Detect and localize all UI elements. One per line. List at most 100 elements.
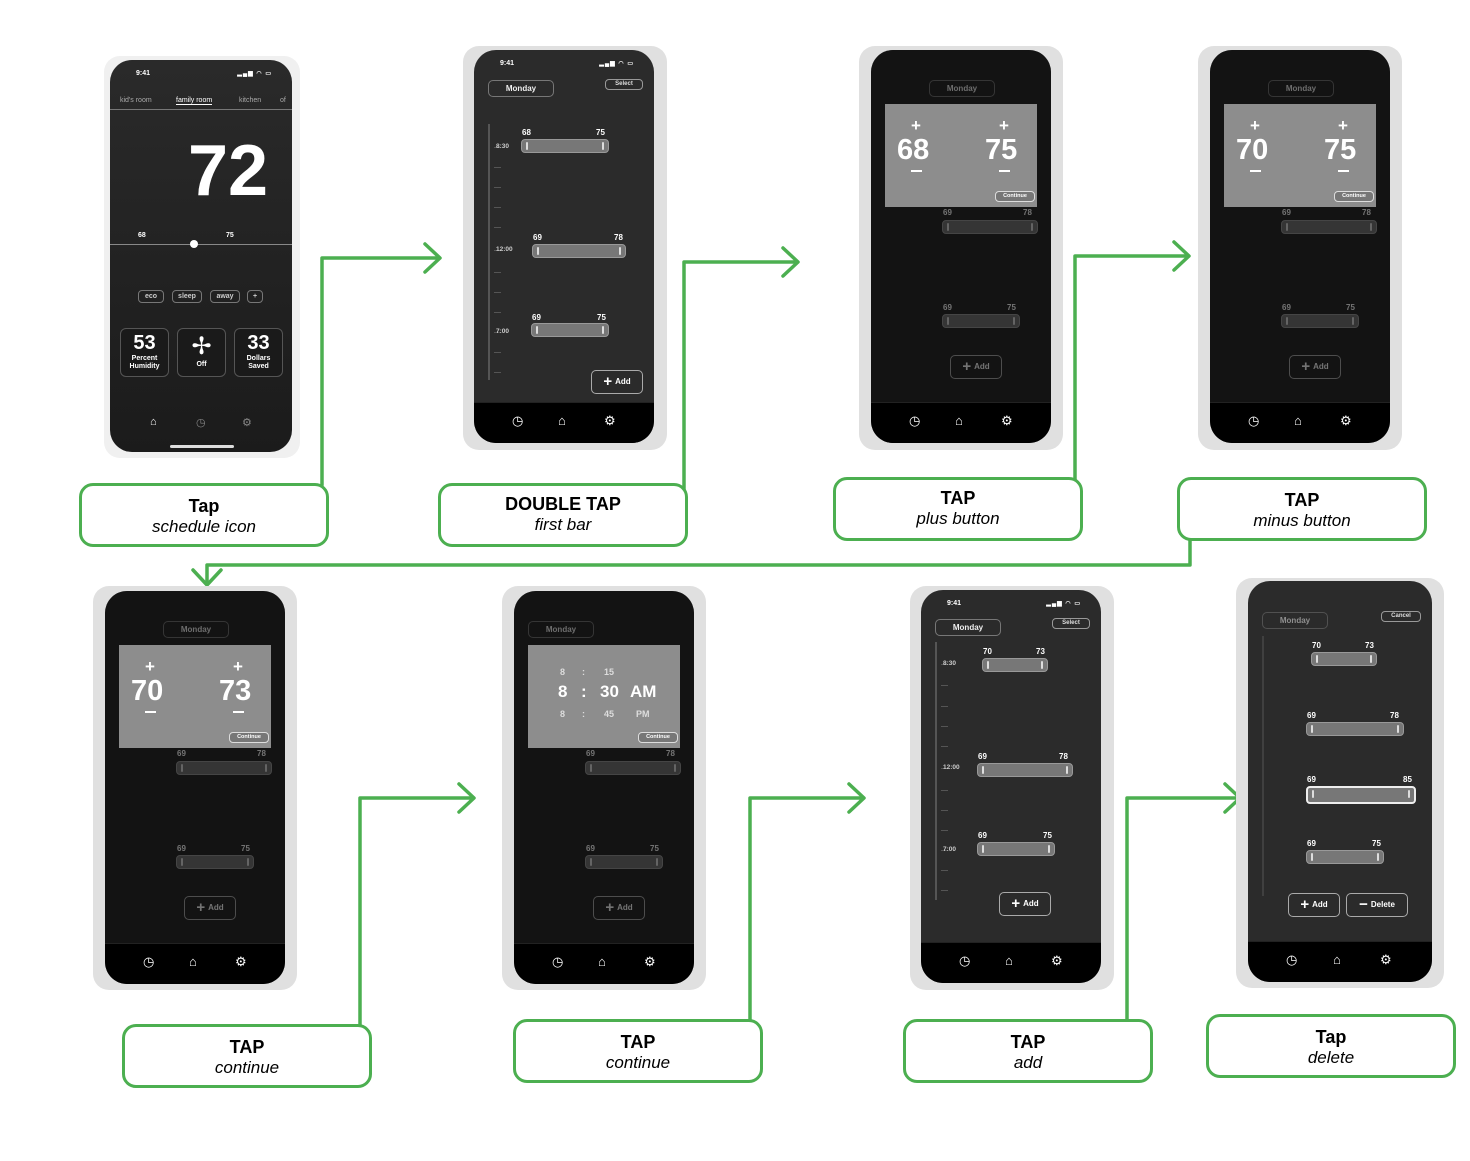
current-temperature: 72 <box>188 131 269 211</box>
clock-icon[interactable]: ◷ <box>512 413 524 428</box>
time-axis <box>488 124 490 380</box>
tab-kitchen[interactable]: kitchen <box>239 97 262 104</box>
dim-overlay <box>871 50 1051 403</box>
flow-arrow-6 <box>748 782 866 1022</box>
add-button[interactable]: +Add <box>1288 893 1340 917</box>
schedule-bar[interactable] <box>521 139 609 153</box>
range-slider[interactable] <box>110 244 292 245</box>
schedule-bar[interactable] <box>531 323 609 337</box>
mode-eco-button[interactable]: eco <box>138 290 164 303</box>
clock-icon[interactable]: ◷ <box>1286 952 1298 967</box>
clock-icon[interactable]: ◷ <box>909 413 921 428</box>
bottom-nav: ◷ ⌂ ⚙ <box>1210 402 1390 443</box>
dim-overlay <box>105 591 285 944</box>
select-button[interactable]: Select <box>605 79 643 90</box>
continue-button[interactable]: Continue <box>995 191 1035 202</box>
gear-icon[interactable]: ⚙ <box>1001 413 1013 428</box>
tab-kids-room[interactable]: kid's room <box>120 97 152 104</box>
low-plus-button[interactable]: + <box>1250 116 1260 135</box>
gear-icon[interactable]: ⚙ <box>1340 413 1352 428</box>
clock-icon[interactable]: ◷ <box>143 954 155 969</box>
home-icon[interactable]: ⌂ <box>558 413 566 428</box>
high-plus-button[interactable]: + <box>1338 116 1348 135</box>
low-minus-button[interactable] <box>911 170 922 172</box>
clock-icon[interactable]: ◷ <box>552 954 564 969</box>
home-icon[interactable]: ⌂ <box>189 954 197 969</box>
time-label: 8:30 <box>943 660 957 667</box>
bottom-nav: ◷ ⌂ ⚙ <box>1248 941 1432 982</box>
clock-icon[interactable]: ◷ <box>196 417 206 429</box>
day-selector[interactable]: Monday <box>1262 612 1328 629</box>
home-indicator <box>170 445 234 448</box>
home-icon[interactable]: ⌂ <box>955 413 963 428</box>
plus-icon: + <box>1300 896 1310 913</box>
high-plus-button[interactable]: + <box>233 657 243 676</box>
flow-arrow-4 <box>191 538 1192 587</box>
high-value: 75 <box>1324 134 1357 166</box>
schedule-bar[interactable] <box>982 658 1048 672</box>
status-bar: 9:41▂▄▆ ◠ ▭ <box>947 600 1081 607</box>
continue-button[interactable]: Continue <box>229 732 269 743</box>
ampm-picker[interactable]: AM <box>630 682 657 701</box>
gear-icon[interactable]: ⚙ <box>242 417 252 429</box>
home-icon[interactable]: ⌂ <box>1005 953 1013 968</box>
low-plus-button[interactable]: + <box>145 657 155 676</box>
continue-button[interactable]: Continue <box>1334 191 1374 202</box>
high-plus-button[interactable]: + <box>999 116 1009 135</box>
gear-icon[interactable]: ⚙ <box>1380 952 1392 967</box>
time-axis <box>935 642 937 900</box>
low-minus-button[interactable] <box>145 711 156 713</box>
step-callout: Tap schedule icon <box>79 483 329 547</box>
time-picker-popup: 8 : 15 8 : 30 AM 8 : 45 PM Continue <box>528 645 680 748</box>
schedule-bar[interactable] <box>1311 652 1377 666</box>
low-minus-button[interactable] <box>1250 170 1261 172</box>
clock-icon[interactable]: ◷ <box>959 953 971 968</box>
schedule-bar[interactable] <box>977 842 1055 856</box>
bottom-nav: ⌂ ◷ ⚙ <box>110 406 292 446</box>
high-minus-button[interactable] <box>1338 170 1349 172</box>
day-selector[interactable]: Monday <box>935 619 1001 636</box>
gear-icon[interactable]: ⚙ <box>644 954 656 969</box>
schedule-bar-selected[interactable] <box>1306 786 1416 804</box>
mode-away-button[interactable]: away <box>210 290 240 303</box>
add-button[interactable]: +Add <box>999 892 1051 916</box>
home-icon[interactable]: ⌂ <box>1333 952 1341 967</box>
schedule-bar[interactable] <box>977 763 1073 777</box>
select-button[interactable]: Select <box>1052 618 1090 629</box>
tab-family-room[interactable]: family room <box>176 97 213 105</box>
low-plus-button[interactable]: + <box>911 116 921 135</box>
humidity-tile: 53 Percent Humidity <box>120 328 169 377</box>
high-minus-button[interactable] <box>233 711 244 713</box>
gear-icon[interactable]: ⚙ <box>235 954 247 969</box>
slider-thumb[interactable] <box>190 240 198 248</box>
low-value: 70 <box>131 675 164 707</box>
schedule-bar[interactable] <box>1306 850 1384 864</box>
fan-tile[interactable]: ✢ Off <box>177 328 226 377</box>
home-icon[interactable]: ⌂ <box>598 954 606 969</box>
high-minus-button[interactable] <box>999 170 1010 172</box>
day-selector[interactable]: Monday <box>488 80 554 97</box>
schedule-bar[interactable] <box>532 244 626 258</box>
home-icon[interactable]: ⌂ <box>150 416 157 428</box>
flow-arrow-2 <box>682 246 800 492</box>
gear-icon[interactable]: ⚙ <box>604 413 616 428</box>
schedule-bar[interactable] <box>1306 722 1404 736</box>
clock-icon[interactable]: ◷ <box>1248 413 1260 428</box>
hour-picker[interactable]: 8 <box>558 682 568 701</box>
cancel-button[interactable]: Cancel <box>1381 611 1421 622</box>
low-value: 70 <box>1236 134 1269 166</box>
bottom-nav: ◷ ⌂ ⚙ <box>105 943 285 984</box>
delete-button[interactable]: −Delete <box>1346 893 1408 917</box>
phone-screen-edit-70-73: Monday 69 78 69 75 +Add + 70 + 73 Contin… <box>105 591 285 984</box>
add-button[interactable]: +Add <box>591 370 643 394</box>
mode-add-button[interactable]: + <box>247 290 263 303</box>
gear-icon[interactable]: ⚙ <box>1051 953 1063 968</box>
tab-office[interactable]: of <box>280 97 286 104</box>
continue-button[interactable]: Continue <box>638 732 678 743</box>
minute-picker[interactable]: 30 <box>600 682 619 701</box>
flow-arrow-7 <box>1125 782 1242 1025</box>
bottom-nav: ◷ ⌂ ⚙ <box>871 402 1051 443</box>
home-icon[interactable]: ⌂ <box>1294 413 1302 428</box>
mode-sleep-button[interactable]: sleep <box>172 290 202 303</box>
fan-icon: ✢ <box>191 333 212 360</box>
